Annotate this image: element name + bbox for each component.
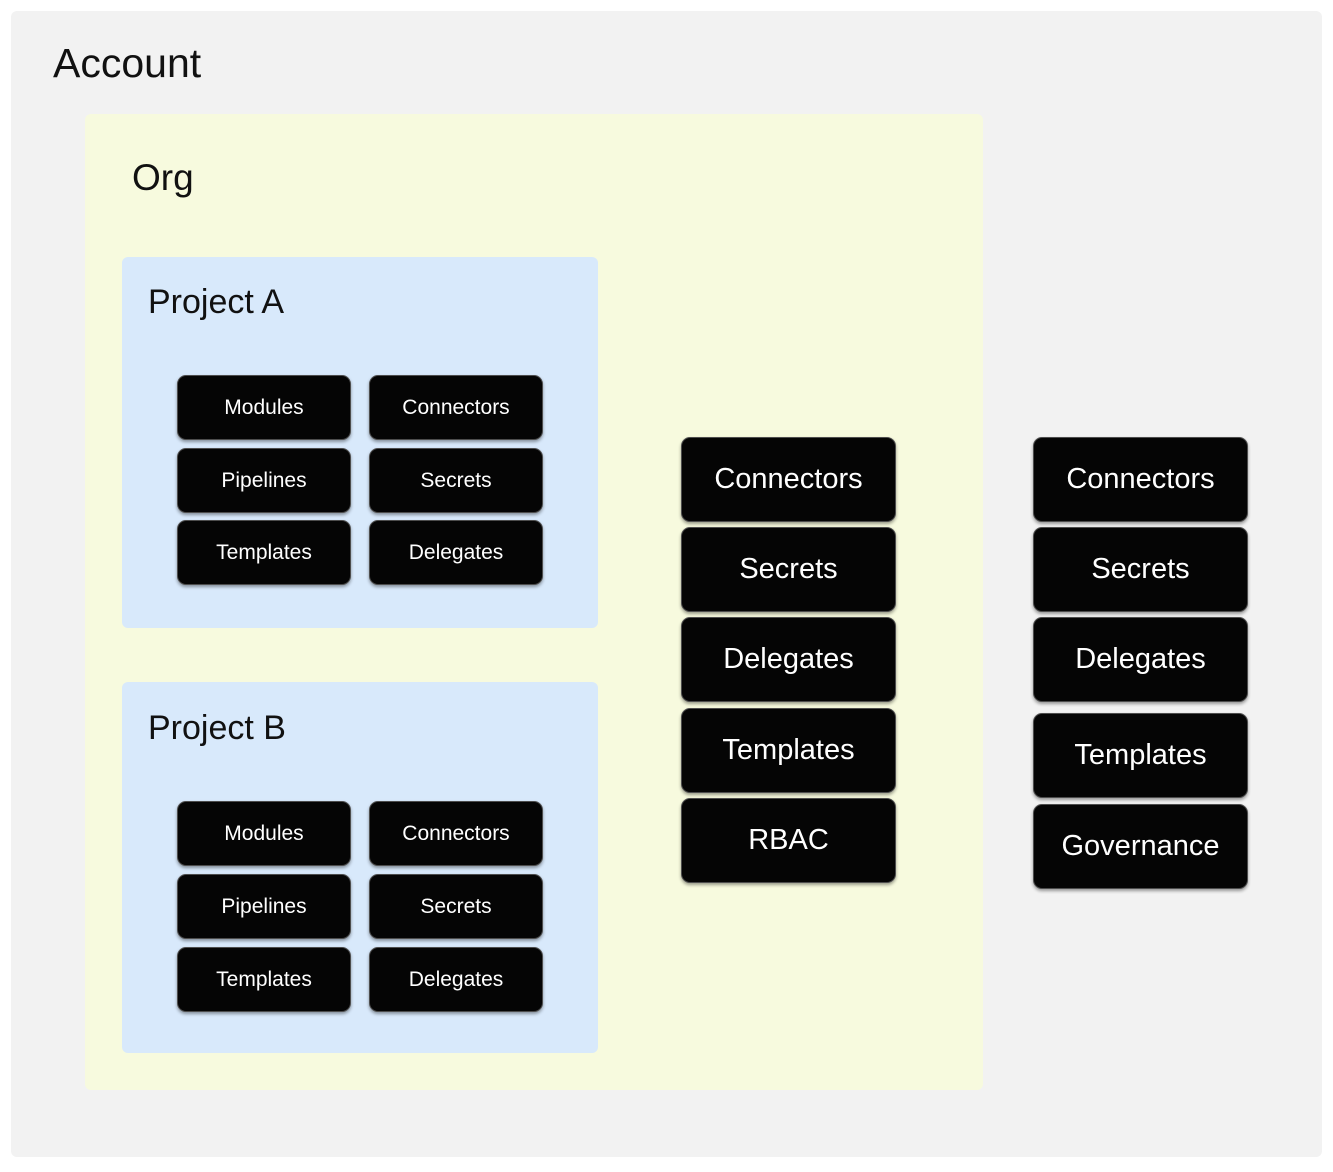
project-b-resource-pipelines[interactable]: Pipelines — [177, 874, 351, 939]
project-b-resource-connectors[interactable]: Connectors — [369, 801, 543, 866]
project-a-resource-secrets[interactable]: Secrets — [369, 448, 543, 513]
org-resource-rbac[interactable]: RBAC — [681, 798, 896, 883]
account-resource-templates[interactable]: Templates — [1033, 713, 1248, 798]
project-a-scope-title: Project A — [148, 283, 285, 321]
account-resource-secrets[interactable]: Secrets — [1033, 527, 1248, 612]
org-resource-templates[interactable]: Templates — [681, 708, 896, 793]
org-resource-delegates[interactable]: Delegates — [681, 617, 896, 702]
project-b-resource-modules[interactable]: Modules — [177, 801, 351, 866]
project-a-resource-templates[interactable]: Templates — [177, 520, 351, 585]
account-resource-delegates[interactable]: Delegates — [1033, 617, 1248, 702]
org-scope-title: Org — [132, 157, 194, 198]
org-resource-connectors[interactable]: Connectors — [681, 437, 896, 522]
project-b-resource-templates[interactable]: Templates — [177, 947, 351, 1012]
project-a-resource-delegates[interactable]: Delegates — [369, 520, 543, 585]
account-resource-governance[interactable]: Governance — [1033, 804, 1248, 889]
project-a-resource-modules[interactable]: Modules — [177, 375, 351, 440]
account-scope-title: Account — [53, 40, 202, 86]
project-a-resource-pipelines[interactable]: Pipelines — [177, 448, 351, 513]
project-b-resource-secrets[interactable]: Secrets — [369, 874, 543, 939]
project-b-scope-title: Project B — [148, 709, 286, 747]
project-b-resource-delegates[interactable]: Delegates — [369, 947, 543, 1012]
org-resource-secrets[interactable]: Secrets — [681, 527, 896, 612]
project-a-resource-connectors[interactable]: Connectors — [369, 375, 543, 440]
account-resource-connectors[interactable]: Connectors — [1033, 437, 1248, 522]
